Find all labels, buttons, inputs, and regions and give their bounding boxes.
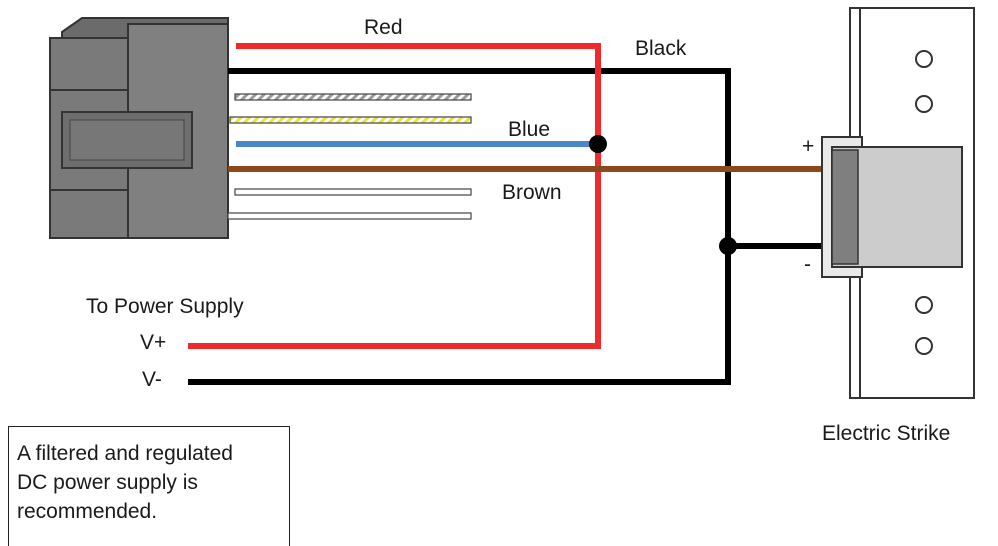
wire-black <box>188 68 731 385</box>
label-blue-wire: Blue <box>508 118 551 141</box>
label-red-wire: Red <box>364 16 403 39</box>
note-line-1: A filtered and regulated <box>17 442 233 465</box>
label-strike-minus: - <box>804 253 811 276</box>
screw-hole-3 <box>915 296 933 314</box>
label-black-wire: Black <box>635 37 687 60</box>
wire-white-2 <box>227 212 472 220</box>
label-vplus: V+ <box>140 331 167 354</box>
note-line-3: recommended. <box>17 500 158 523</box>
junction-red-blue <box>589 135 607 153</box>
wire-white-1 <box>234 188 472 196</box>
wire-gray-striped <box>234 93 472 101</box>
label-electric-strike: Electric Strike <box>822 422 951 445</box>
power-supply-note: A filtered and regulated DC power supply… <box>8 426 290 546</box>
junction-black <box>719 237 737 255</box>
wire-yellow-striped <box>229 116 472 124</box>
wire-red <box>188 43 601 349</box>
screw-hole-4 <box>915 337 933 355</box>
connector-block <box>49 17 229 239</box>
label-power-supply: To Power Supply <box>86 295 244 318</box>
screw-hole-2 <box>915 95 933 113</box>
electric-strike <box>821 7 975 399</box>
label-vminus: V- <box>142 368 162 391</box>
label-brown-wire: Brown <box>502 181 562 204</box>
screw-hole-1 <box>915 50 933 68</box>
note-line-2: DC power supply is <box>17 471 198 494</box>
label-strike-plus: + <box>802 135 815 158</box>
